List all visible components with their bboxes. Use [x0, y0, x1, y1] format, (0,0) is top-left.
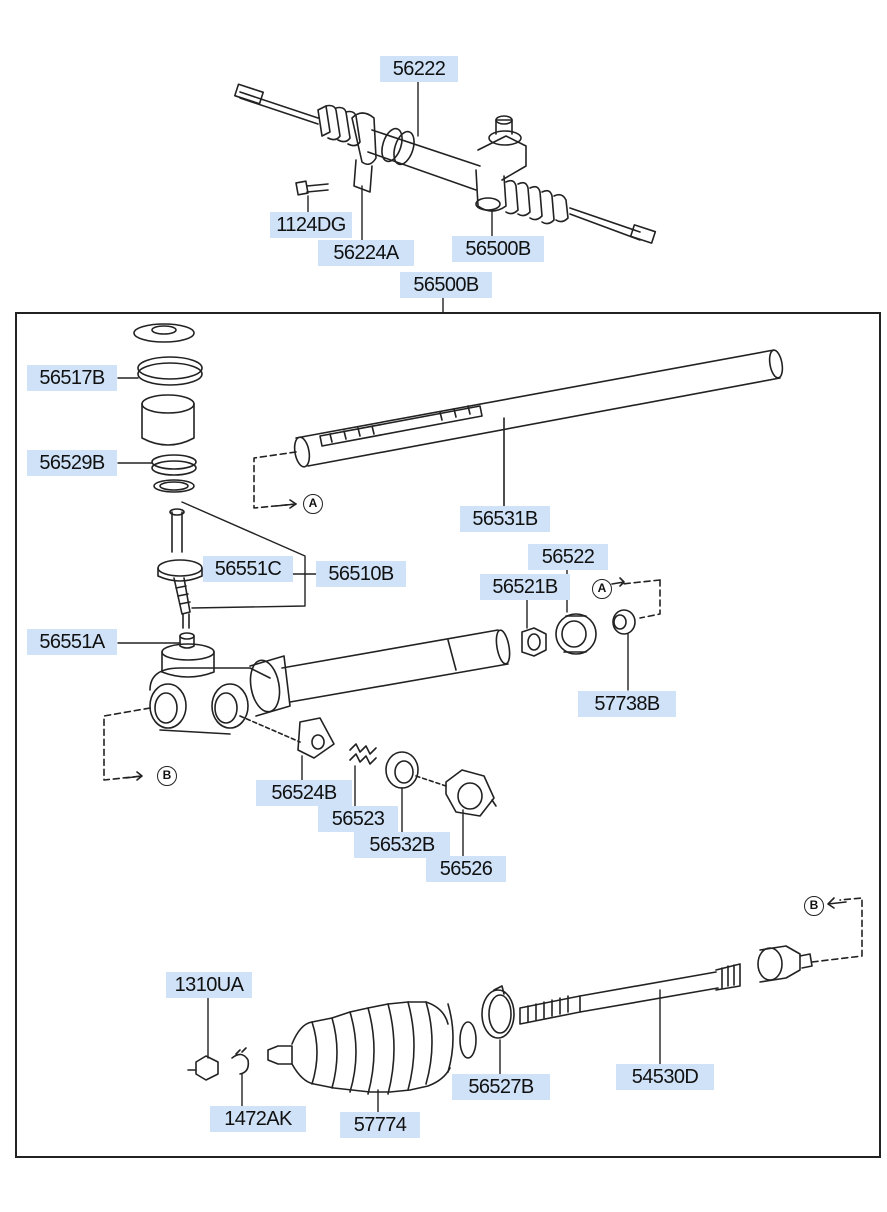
label-56522[interactable]: 56522	[528, 544, 608, 570]
label-57774[interactable]: 57774	[340, 1112, 420, 1138]
marker-a-rack: A	[303, 494, 323, 514]
gear-box-assembly-drawing	[233, 83, 657, 244]
label-56531B[interactable]: 56531B	[460, 506, 550, 532]
marker-b-housing: B	[157, 766, 177, 786]
rack-bar-drawing	[253, 349, 784, 509]
marker-a-bearing: A	[592, 579, 612, 599]
label-56524B[interactable]: 56524B	[256, 780, 352, 806]
label-56527B[interactable]: 56527B	[452, 1074, 550, 1100]
label-56532B[interactable]: 56532B	[354, 832, 450, 858]
top-leaders	[307, 81, 493, 313]
label-56529B[interactable]: 56529B	[27, 450, 117, 476]
label-56510B[interactable]: 56510B	[316, 561, 406, 587]
detail-frame	[15, 312, 881, 1158]
nut-bearing-drawing	[521, 577, 661, 657]
label-56551C[interactable]: 56551C	[203, 556, 293, 582]
label-56224A[interactable]: 56224A	[318, 240, 414, 266]
tie-rod-group-drawing	[187, 897, 863, 1095]
label-1472AK[interactable]: 1472AK	[210, 1106, 306, 1132]
label-1124DG[interactable]: 1124DG	[270, 212, 352, 238]
label-56500B-detail[interactable]: 56500B	[400, 272, 492, 298]
pinion-stack-drawing	[133, 323, 203, 649]
label-54530D[interactable]: 54530D	[616, 1064, 714, 1090]
leaders-lower	[207, 989, 661, 1113]
label-56526[interactable]: 56526	[426, 856, 506, 882]
label-1310UA[interactable]: 1310UA	[166, 972, 252, 998]
marker-b-tierod: B	[804, 896, 824, 916]
label-56222[interactable]: 56222	[380, 56, 458, 82]
label-56517B[interactable]: 56517B	[27, 365, 117, 391]
bracket-56510B	[117, 377, 319, 644]
label-56523[interactable]: 56523	[318, 806, 398, 832]
leaders-bottom-mid	[301, 755, 464, 857]
label-56551A[interactable]: 56551A	[27, 629, 117, 655]
label-56500B-assembly[interactable]: 56500B	[452, 236, 544, 262]
label-56521B[interactable]: 56521B	[480, 574, 570, 600]
gear-housing-drawing	[103, 629, 511, 781]
label-57738B[interactable]: 57738B	[578, 691, 676, 717]
